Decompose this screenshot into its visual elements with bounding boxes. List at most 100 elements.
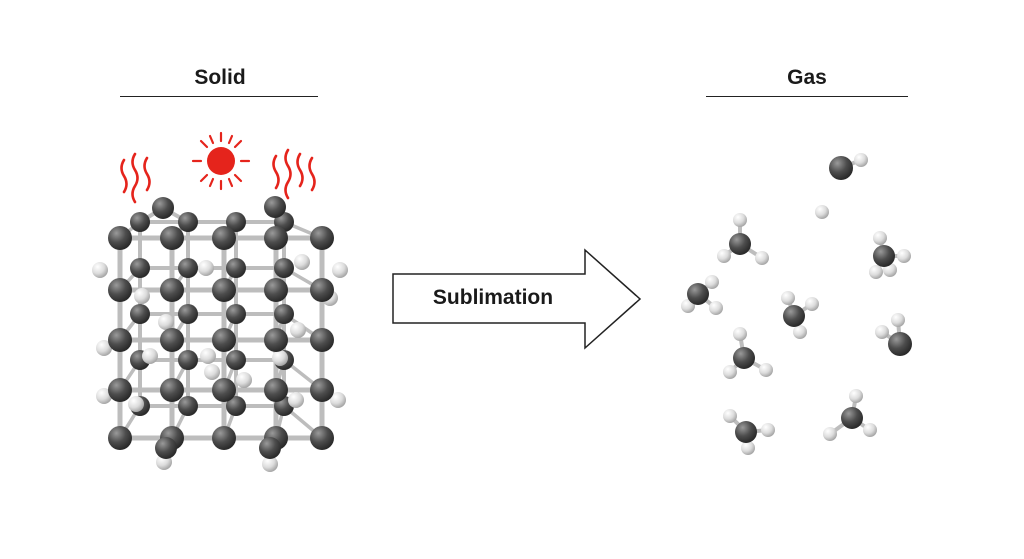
carbon-atom [212,328,236,352]
gas-heading: Gas [787,66,827,89]
hydrogen-atom [332,262,348,278]
gas-molecule [815,205,829,219]
carbon-atom [264,196,286,218]
carbon-atom [310,328,334,352]
hydrogen-atom [891,313,905,327]
hydrogen-atom [755,251,769,265]
carbon-atom [783,305,805,327]
gas-molecule [823,389,877,441]
carbon-atom [226,212,246,232]
carbon-atom [178,304,198,324]
carbon-atom [178,350,198,370]
carbon-atom [888,332,912,356]
gas-molecule [723,409,775,455]
hydrogen-atom [805,297,819,311]
carbon-atom [178,396,198,416]
carbon-atom [274,304,294,324]
lattice-atoms [92,196,348,472]
solid-heading: Solid [194,66,246,89]
carbon-atom [226,350,246,370]
carbon-atom [108,328,132,352]
sun-icon [191,131,251,191]
carbon-atom [212,278,236,302]
carbon-atom [160,328,184,352]
carbon-atom [310,378,334,402]
carbon-atom [264,278,288,302]
carbon-atom [226,304,246,324]
hydrogen-atom [875,325,889,339]
hydrogen-atom [705,275,719,289]
hydrogen-atom [204,364,220,380]
carbon-atom [310,426,334,450]
carbon-atom [829,156,853,180]
carbon-atom [310,278,334,302]
carbon-atom [212,378,236,402]
gas-molecule [717,213,769,265]
carbon-atom [130,304,150,324]
gas-underline [706,96,908,97]
heat-wave-icon [120,148,316,204]
hydrogen-atom [198,260,214,276]
carbon-atom [259,437,281,459]
carbon-atom [735,421,757,443]
hydrogen-atom [849,389,863,403]
sublimation-arrow [392,248,642,350]
hydrogen-atom [330,392,346,408]
carbon-atom [152,197,174,219]
carbon-atom [160,278,184,302]
gas-molecules [681,153,912,455]
hydrogen-atom [815,205,829,219]
carbon-atom [212,426,236,450]
carbon-atom [841,407,863,429]
hydrogen-atom [759,363,773,377]
solid-lattice [92,196,348,472]
solid-underline [120,96,318,97]
gas-molecule [875,313,912,356]
hydrogen-atom [96,388,112,404]
hydrogen-atom [863,423,877,437]
carbon-atom [274,258,294,278]
hydrogen-atom [723,365,737,379]
carbon-atom [212,226,236,250]
hydrogen-atom [158,314,174,330]
hydrogen-atom [92,262,108,278]
hydrogen-atom [823,427,837,441]
carbon-atom [178,212,198,232]
carbon-atom [160,378,184,402]
gas-molecule [781,291,819,339]
gas-molecule [869,231,911,279]
hydrogen-atom [761,423,775,437]
hydrogen-atom [142,348,158,364]
carbon-atom [687,283,709,305]
hydrogen-atom [793,325,807,339]
carbon-atom [310,226,334,250]
hydrogen-atom [236,372,252,388]
hydrogen-atom [854,153,868,167]
carbon-atom [108,426,132,450]
hydrogen-atom [290,322,306,338]
carbon-atom [733,347,755,369]
gas-molecule [681,275,723,315]
gas-molecule [723,327,773,379]
hydrogen-atom [294,254,310,270]
hydrogen-atom [134,288,150,304]
carbon-atom [873,245,895,267]
gas-molecule [829,153,868,180]
hydrogen-atom [733,213,747,227]
hydrogen-atom [723,409,737,423]
carbon-atom [264,328,288,352]
carbon-atom [130,258,150,278]
hydrogen-atom [709,301,723,315]
hydrogen-atom [128,396,144,412]
carbon-atom [108,278,132,302]
carbon-atom [264,378,288,402]
hydrogen-atom [869,265,883,279]
hydrogen-atom [288,392,304,408]
hydrogen-atom [741,441,755,455]
carbon-atom [130,212,150,232]
carbon-atom [178,258,198,278]
hydrogen-atom [897,249,911,263]
hydrogen-atom [781,291,795,305]
carbon-atom [108,378,132,402]
